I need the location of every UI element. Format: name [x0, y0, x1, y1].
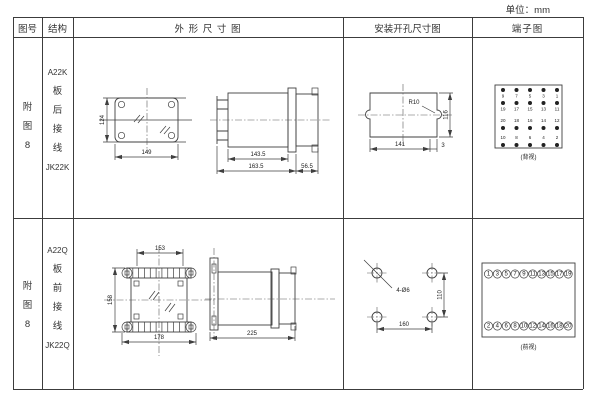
- svg-text:16: 16: [527, 118, 533, 123]
- dim-side-body: 143.5: [250, 152, 266, 158]
- svg-text:14: 14: [538, 324, 545, 330]
- svg-text:5: 5: [529, 94, 532, 99]
- dim-side-rear: 56.5: [301, 164, 313, 170]
- hatch-mark: [133, 114, 145, 124]
- svg-text:17: 17: [514, 107, 520, 112]
- svg-text:18: 18: [556, 324, 563, 330]
- svg-text:12: 12: [529, 324, 536, 330]
- svg-text:7: 7: [513, 272, 517, 278]
- table-border-left: [13, 17, 14, 389]
- header-structure: 结构: [47, 24, 67, 35]
- hatch-mark: [159, 125, 171, 135]
- cutout-radius-label: R10: [408, 100, 420, 106]
- relay-a22q-side-view: 225: [205, 248, 335, 341]
- dim-cutout-width: 141: [395, 142, 406, 148]
- header-figure: 图号: [17, 24, 37, 35]
- col-divider-1: [42, 17, 43, 389]
- header-outline: 外 形 尺 寸 图: [174, 24, 242, 35]
- terminal-diagram-jk22k: 9 7 5 3 1 19 17 15 13 11 20 18 16 14 12 10 8 6 4 2 (背视): [494, 84, 563, 161]
- svg-text:11: 11: [555, 107, 560, 112]
- svg-text:13: 13: [538, 272, 545, 278]
- svg-text:16: 16: [547, 324, 554, 330]
- terminal-caption-row1: (背视): [521, 153, 537, 161]
- svg-text:8: 8: [513, 324, 517, 330]
- dim-front-height: 124: [100, 114, 106, 125]
- col-divider-2: [73, 17, 74, 389]
- svg-text:3: 3: [542, 94, 545, 99]
- svg-text:15: 15: [527, 107, 533, 112]
- mounting-holes-a22q: 4-Ø6 110 160: [363, 259, 448, 333]
- svg-text:9: 9: [502, 94, 505, 99]
- svg-text:4: 4: [542, 135, 545, 140]
- dim-front2-top: 153: [155, 246, 166, 252]
- svg-text:5: 5: [505, 272, 509, 278]
- dim-holes-height: 110: [438, 290, 444, 300]
- svg-text:18: 18: [514, 118, 520, 123]
- terminal-pins: [217, 99, 228, 141]
- svg-text:17: 17: [556, 272, 563, 278]
- drill-holes: [367, 263, 442, 327]
- svg-text:6: 6: [505, 324, 509, 330]
- svg-text:20: 20: [565, 324, 572, 330]
- hatch-mark: [164, 302, 176, 313]
- svg-text:1: 1: [556, 94, 559, 99]
- relay-a22q-front-view: 153 158 178: [104, 246, 214, 356]
- row-divider: [13, 218, 583, 219]
- svg-text:3: 3: [496, 272, 500, 278]
- svg-text:6: 6: [529, 135, 532, 140]
- dim-holes-width: 160: [399, 322, 410, 328]
- dim-cutout-height: 116: [444, 110, 450, 120]
- svg-text:19: 19: [565, 272, 572, 278]
- structure-row2: A22Q 板 前 接 线 JK22Q: [45, 246, 70, 350]
- table-border-right: [583, 17, 584, 389]
- svg-text:8: 8: [515, 135, 518, 140]
- dim-front2-width: 178: [154, 335, 165, 341]
- relay-a22k-front-view: 124 149: [100, 88, 192, 160]
- svg-text:1: 1: [487, 272, 491, 278]
- header-divider: [13, 37, 583, 38]
- svg-text:11: 11: [530, 272, 537, 278]
- svg-text:19: 19: [500, 107, 506, 112]
- figure-number-row1: 附 图 8: [22, 102, 33, 151]
- hatch-mark: [148, 290, 160, 301]
- figure-number-row2: 附 图 8: [22, 281, 33, 330]
- svg-text:2: 2: [487, 324, 491, 330]
- svg-text:2: 2: [556, 135, 559, 140]
- dim-side-total: 163.5: [248, 164, 264, 170]
- dim-front-width: 149: [141, 150, 152, 156]
- svg-text:20: 20: [500, 118, 506, 123]
- col-divider-3: [343, 17, 344, 389]
- col-divider-4: [472, 17, 473, 389]
- header-mounting: 安装开孔尺寸图: [374, 24, 441, 35]
- unit-label: 单位：mm: [505, 5, 550, 16]
- header-terminal: 端子图: [511, 24, 544, 35]
- terminal-caption-row2: (前视): [521, 343, 537, 351]
- svg-text:4: 4: [496, 324, 500, 330]
- panel-cutout-a22k: R10 141 3 116: [358, 84, 453, 152]
- svg-text:9: 9: [522, 272, 526, 278]
- dim-front2-height: 158: [108, 294, 114, 305]
- table-border-bottom: [13, 389, 583, 390]
- svg-text:13: 13: [541, 107, 547, 112]
- table-border-top: [13, 17, 583, 18]
- relay-a22k-side-view: 143.5 163.5 56.5: [210, 87, 330, 174]
- structure-row1: A22K 板 后 接 线 JK22K: [45, 68, 70, 172]
- dim-cutout-offset: 3: [441, 143, 445, 149]
- svg-text:15: 15: [547, 272, 554, 278]
- hole-size-label: 4-Ø6: [396, 288, 410, 294]
- terminal-grid: 9 7 5 3 1 19 17 15 13 11 20 18 16 14 12 10 8 6 4 2: [500, 88, 560, 147]
- svg-text:10: 10: [500, 135, 506, 140]
- terminal-strip-dividers: [132, 268, 186, 332]
- svg-text:10: 10: [521, 324, 528, 330]
- svg-text:12: 12: [554, 118, 560, 123]
- dim-side2-length: 225: [247, 331, 258, 337]
- svg-text:7: 7: [515, 94, 518, 99]
- svg-text:14: 14: [541, 118, 547, 123]
